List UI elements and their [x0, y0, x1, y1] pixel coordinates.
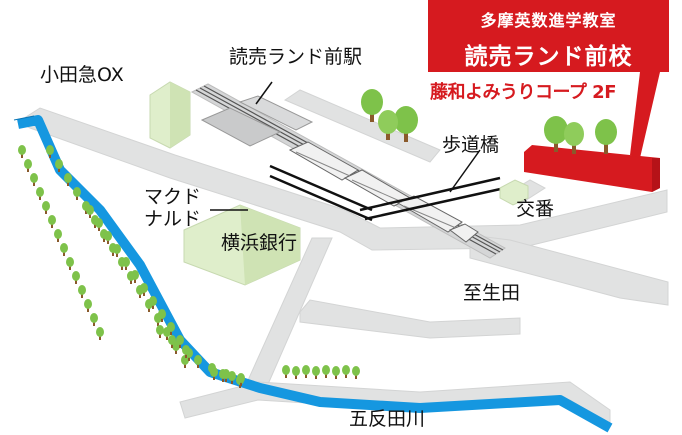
banner-pointer — [630, 72, 660, 158]
tree-icon — [342, 365, 350, 378]
train-icon — [288, 141, 479, 243]
school-building-icon — [524, 145, 660, 192]
footbridge — [269, 164, 506, 222]
building-label: 藤和よみうりコープ 2F — [430, 82, 617, 103]
road-to-ikuta — [469, 234, 669, 306]
label-footbridge: 歩道橋 — [442, 134, 500, 156]
tree-icon — [131, 270, 139, 283]
tree-icon — [55, 159, 63, 172]
tree-icon — [48, 215, 56, 228]
tree-icon — [60, 243, 68, 256]
odakyu-ox-building — [149, 81, 191, 149]
label-mcdonalds-2: ナルド — [144, 208, 202, 230]
tree-icon — [78, 285, 86, 298]
tree-row — [18, 145, 360, 388]
main-road — [16, 107, 668, 251]
tree-icon — [72, 271, 80, 284]
tree-icon — [228, 371, 236, 384]
school-name-line1: 多摩英数進学教室 — [480, 11, 617, 30]
tree-icon — [312, 366, 320, 379]
tree-icon — [54, 229, 62, 242]
school-name-line2: 読売ランド前校 — [464, 44, 633, 70]
tree-icon — [140, 283, 148, 296]
station-leader — [255, 81, 273, 105]
tree-icon — [66, 257, 74, 270]
tree-icon — [64, 173, 72, 186]
station-roof — [238, 95, 314, 131]
school-banner: 多摩英数進学教室 読売ランド前校 — [428, 0, 669, 72]
tree-icon — [167, 322, 175, 335]
tree-icon — [176, 335, 184, 348]
tree-icon — [352, 366, 360, 379]
tree-icon — [322, 365, 330, 378]
koban-building — [499, 179, 529, 206]
tree-icon — [46, 145, 54, 158]
tree-icon — [282, 365, 290, 378]
tree-icon — [36, 187, 44, 200]
tree-icon — [237, 373, 245, 386]
tree-icon — [122, 257, 130, 270]
label-river: 五反田川 — [349, 408, 426, 430]
label-mcdonalds-1: マクド — [144, 186, 202, 208]
label-bank: 横浜銀行 — [221, 232, 298, 254]
east-connector-road — [299, 299, 521, 339]
tree-icon — [219, 369, 227, 382]
tree-icon — [90, 313, 98, 326]
tree-icon — [182, 345, 190, 358]
station-platform — [200, 107, 282, 147]
label-station: 読売ランド前駅 — [229, 46, 363, 68]
yokohama-bank-building — [183, 204, 301, 286]
tree-icon — [156, 325, 164, 338]
tree-icon — [149, 296, 157, 309]
tree-icon — [158, 309, 166, 322]
tree-icon — [168, 335, 176, 348]
tree-icon — [18, 145, 26, 158]
tree-icon — [104, 231, 112, 244]
north-road — [283, 89, 441, 163]
tree-icon — [194, 355, 202, 368]
tree-icon — [30, 173, 38, 186]
tree-icon — [210, 367, 218, 380]
tree-icon — [95, 218, 103, 231]
tree-icon — [96, 327, 104, 340]
label-odakyu-ox: 小田急OX — [40, 64, 124, 86]
tree-icon — [86, 205, 94, 218]
tree-icon — [361, 89, 617, 154]
tree-icon — [292, 366, 300, 379]
railway — [190, 83, 506, 259]
tree-icon — [24, 159, 32, 172]
tree-icon — [113, 244, 121, 257]
footbridge-leader — [449, 149, 481, 193]
tree-icon — [332, 366, 340, 379]
tree-icon — [42, 201, 50, 214]
label-koban: 交番 — [516, 198, 555, 220]
tree-icon — [84, 299, 92, 312]
label-to-ikuta: 至生田 — [463, 282, 521, 304]
tree-icon — [302, 365, 310, 378]
tree-icon — [73, 187, 81, 200]
